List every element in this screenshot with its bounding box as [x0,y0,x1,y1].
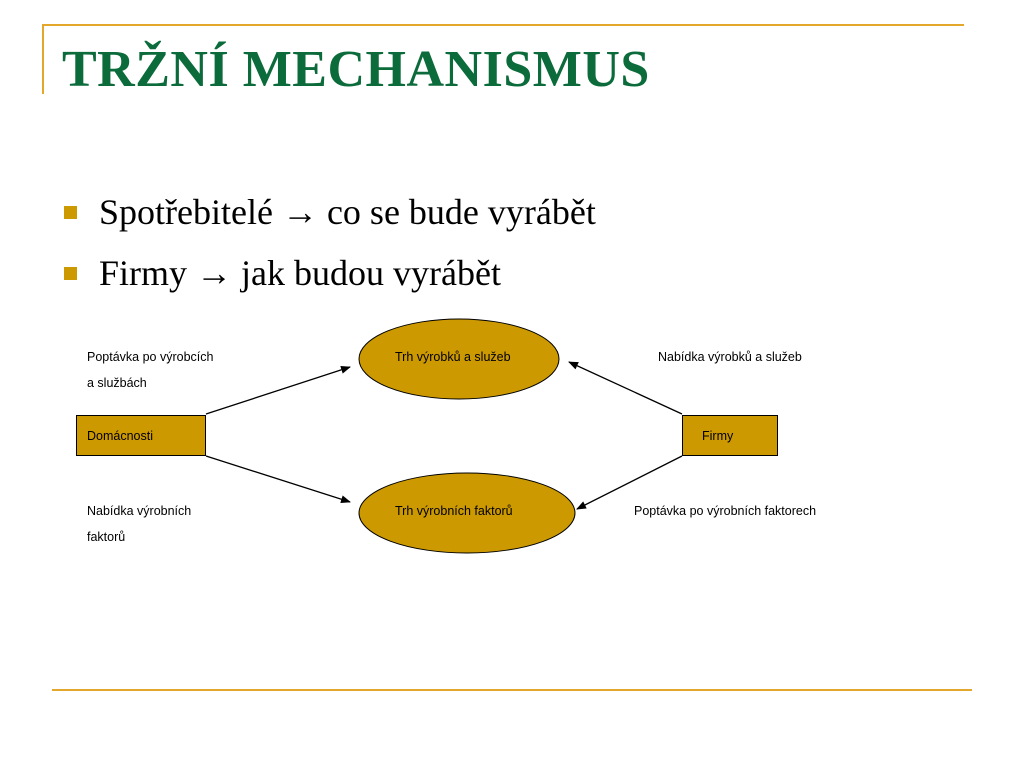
bullet-item: Firmy → jak budou vyrábět [64,248,501,298]
factor-market-label: Trh výrobních faktorů [395,504,513,518]
arrow-households-to-goods-market [205,365,351,415]
households-label: Domácnosti [87,428,153,443]
square-bullet-icon [64,266,77,280]
factor-market-ellipse [358,472,576,554]
goods-market-ellipse [358,318,560,400]
firms-label: Firmy [702,428,734,443]
supply-goods-label: Nabídka výrobků a služeb [658,350,802,364]
arrow-households-to-factor-market [205,455,351,504]
arrow-firms-to-goods-market [568,361,683,415]
demand-goods-label: Poptávka po výrobcích a službách [87,344,213,396]
bottom-accent-line [52,689,972,691]
households-box: Domácnosti [76,415,206,456]
bullet-text: Spotřebitelé → co se bude vyrábět [99,192,596,232]
firms-box: Firmy [682,415,778,456]
demand-goods-line: a službách [87,376,147,390]
arrow-firms-to-factor-market [576,455,683,510]
square-bullet-icon [64,205,77,219]
supply-factors-label: Nabídka výrobních faktorů [87,498,191,550]
bullet-text: Firmy → jak budou vyrábět [99,253,501,293]
top-accent-line [42,24,964,26]
slide-title: TRŽNÍ MECHANISMUS [62,41,650,98]
demand-goods-line: Poptávka po výrobcích [87,350,214,364]
supply-factors-line: faktorů [87,530,126,544]
bullet-item: Spotřebitelé → co se bude vyrábět [64,187,596,237]
demand-factors-label: Poptávka po výrobních faktorech [634,504,817,518]
left-accent-line [42,24,44,94]
supply-factors-line: Nabídka výrobních [87,504,192,518]
goods-market-label: Trh výrobků a služeb [395,350,511,364]
